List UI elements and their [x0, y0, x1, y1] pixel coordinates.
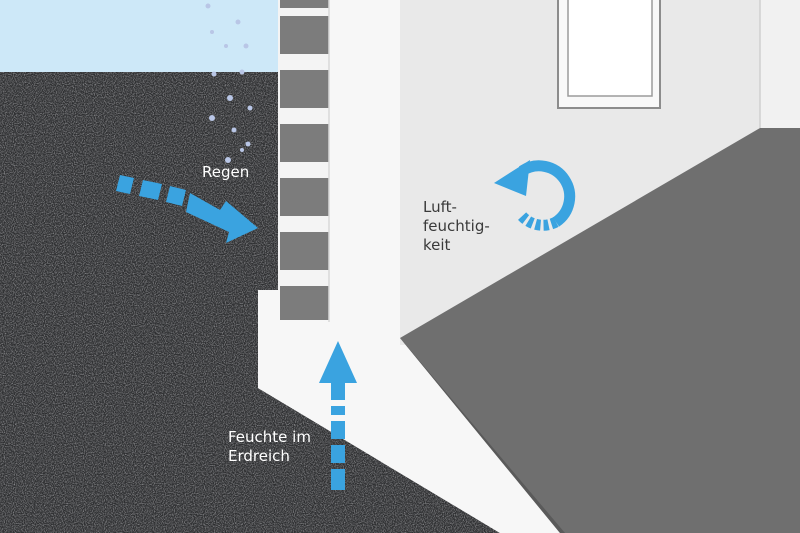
raindrop-icon — [231, 127, 237, 133]
raindrop-icon — [209, 115, 215, 121]
raindrop-icon — [205, 3, 211, 9]
rain-label: Regen — [202, 163, 250, 181]
rain-arrow-icon — [116, 175, 258, 243]
raindrop-icon — [210, 30, 214, 34]
room-right-wall — [760, 0, 800, 128]
raindrop-icon — [227, 95, 233, 101]
raindrop-icon — [243, 43, 249, 49]
floor — [400, 128, 800, 533]
raindrops — [205, 3, 253, 163]
raindrop-icon — [235, 19, 241, 25]
floor-front-edge — [400, 338, 565, 533]
raindrop-icon — [225, 157, 231, 163]
raindrop-icon — [245, 141, 251, 147]
air-humidity-label: Luft- feuchtig- keit — [423, 198, 490, 254]
rising-damp-arrow-icon — [319, 341, 357, 490]
window — [557, 0, 661, 109]
ground-moisture-label: Feuchte im Erdreich — [228, 428, 311, 465]
raindrop-icon — [247, 105, 253, 111]
raindrop-icon — [224, 44, 228, 48]
raindrop-icon — [211, 71, 217, 77]
sky — [0, 0, 280, 72]
wall-bricks — [280, 0, 329, 320]
raindrop-icon — [240, 148, 244, 152]
circular-arrow-icon — [494, 160, 576, 231]
raindrop-icon — [239, 69, 245, 75]
